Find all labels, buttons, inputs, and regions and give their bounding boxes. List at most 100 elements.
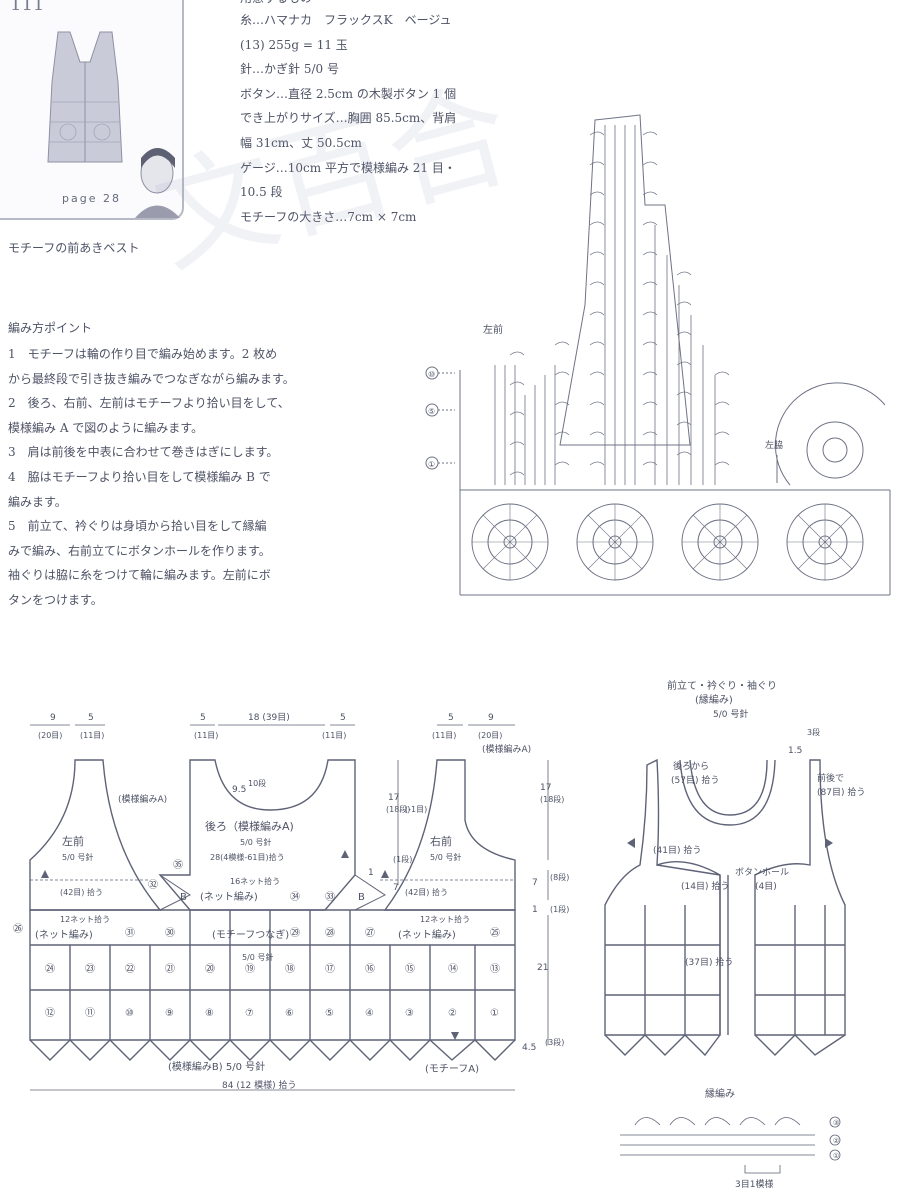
materials-line: (13) 255g = 11 玉 — [240, 37, 348, 52]
materials-heading: 用意するもの — [240, 0, 312, 11]
letter-b-left: B — [180, 892, 187, 903]
motif-number: ⑲ — [245, 963, 255, 975]
net-pick-16: 16ネット拾う — [230, 876, 280, 886]
motif-number: ⑤ — [325, 1008, 334, 1019]
height-7: 7 — [532, 878, 538, 888]
motif-needle: 5/0 号針 — [242, 952, 273, 962]
motif-number: ④ — [365, 1008, 374, 1019]
vest-photo — [47, 31, 123, 163]
motif-row-1: ⑫ ⑪ ⑩ ⑨ ⑧ ⑦ ⑥ ⑤ ④ ③ ② ① — [45, 1007, 499, 1019]
motif-row-3: ㉛ ㉚ ㉙ ㉘ ㉗ ㉖ ㉕ — [13, 923, 500, 939]
motif-number: ① — [490, 1008, 499, 1019]
motif-number: ⑦ — [245, 1008, 254, 1019]
points-line: タンをつけます。 — [8, 592, 103, 607]
photo-card: 111 page 28 — [0, 0, 184, 220]
points-line: 模様編み A で図のように編みます。 — [8, 420, 204, 435]
card-number: 111 — [10, 0, 45, 15]
left-front-title: 左前 — [62, 834, 84, 848]
materials-line: ゲージ…10cm 平方で模様編み 21 目・ — [240, 160, 456, 175]
materials-line: 幅 31cm、丈 50.5cm — [240, 135, 362, 150]
motif-number: ㉚ — [165, 927, 175, 939]
border-pick-87: (87目) 拾う — [817, 786, 865, 798]
height-1: 1 — [368, 868, 374, 878]
motif-number: ㉝ — [325, 891, 335, 903]
height-1rows: (1段) — [550, 904, 569, 914]
dim-left-5: 5 — [88, 713, 94, 723]
row-marker-10: ⑩ — [428, 370, 435, 379]
motif-number: ⑭ — [448, 963, 458, 975]
motif-number: ㉗ — [365, 927, 375, 939]
materials-line: モチーフの大きさ…7cm × 7cm — [240, 209, 417, 224]
layout-diagram: 9 (20目) 5 (11目) 5 (11目) 18 (39目) 5 (11目)… — [13, 712, 569, 1091]
left-front-needle: 5/0 号針 — [62, 852, 93, 862]
materials-line: でき上がりサイズ…胸囲 85.5cm、背肩 — [240, 111, 457, 126]
row-marker-5: ⑤ — [428, 407, 435, 416]
motif-number: ⑬ — [490, 963, 500, 975]
points-heading: 編み方ポイント — [8, 321, 93, 335]
height-8rows: (8段) — [550, 872, 569, 882]
dim-back-18: 18 (39目) — [248, 712, 290, 723]
right-front-needle: 5/0 号針 — [430, 852, 461, 862]
motif-number: ㉞ — [290, 891, 300, 903]
motif-number: ㉟ — [173, 859, 183, 871]
materials-line: 針…かぎ針 5/0 号 — [240, 62, 339, 77]
points-line: 2 後ろ、右前、左前はモチーフより拾い目をして、 — [8, 396, 290, 411]
pattern-a-right: (模様編みA) — [482, 743, 531, 755]
pattern-a-left: (模様編みA) — [118, 793, 167, 805]
back-title: 後ろ（模様編みA) — [205, 819, 294, 833]
points-line: みで編み、右前立てにボタンホールを作ります。 — [8, 543, 271, 558]
model-photo — [135, 148, 180, 218]
height-18-right: (18段) — [540, 794, 564, 804]
left-front-label: 左前 — [483, 323, 503, 336]
edge-repeat: 3目1模様 — [735, 1178, 773, 1190]
net-pick-12-right: 12ネット拾う — [420, 914, 470, 924]
height-3rows: (3段) — [545, 1037, 564, 1047]
net-label-back: (ネット編み) — [200, 890, 258, 903]
card-page: page 28 — [62, 192, 121, 205]
motif-number: ⑩ — [125, 1008, 134, 1019]
motif-number: ⑯ — [365, 963, 375, 975]
motif-number: ③ — [405, 1008, 414, 1019]
motif-row-4: ㉟ ㉞ ㉝ ㉜ — [148, 859, 335, 903]
materials-list: 糸…ハマナカ フラックスK ベージュ (13) 255g = 11 玉 針…かぎ… — [240, 8, 456, 229]
side-label: 左脇 — [765, 439, 783, 451]
net-label-right: (ネット編み) — [398, 928, 456, 941]
height-17: 17 — [388, 793, 399, 803]
border-from-back: 後ろから — [673, 760, 709, 772]
height-45: 4.5 — [522, 1043, 536, 1053]
border-front-back: 前後で — [817, 772, 844, 784]
motif-a-label: (モチーフA) — [425, 1063, 479, 1075]
border-buttonhole-count: (4目) — [755, 881, 777, 892]
border-3rows: 3段 — [807, 727, 820, 737]
points-line: 5 前立て、衿ぐりは身頃から拾い目をして縁編 — [8, 519, 267, 534]
dim-back-5r: 5 — [340, 713, 346, 723]
points-line: 3 肩は前後を中表に合わせて巻きはぎにします。 — [8, 445, 279, 460]
dim-left-5-sub: (11目) — [80, 731, 104, 740]
motif-join-label: (モチーフつなぎ) — [212, 928, 289, 941]
motif-number: ⑱ — [285, 963, 295, 975]
bottom-total: 84 (12 模様) 拾う — [222, 1079, 297, 1091]
height-minus1: (-1目) — [405, 805, 427, 814]
pick-42-left: (42目) 拾う — [60, 887, 103, 897]
materials-line: ボタン…直径 2.5cm の木製ボタン 1 個 — [240, 86, 457, 101]
border-diagram: 前立て・衿ぐり・袖ぐり (縁編み) 5/0 号針 1.5 3段 後ろから (57… — [604, 679, 865, 1190]
border-title: 前立て・衿ぐり・袖ぐり — [667, 679, 777, 692]
motif-number: ㉛ — [125, 927, 135, 939]
crochet-chart-top: 左前 左脇 ⑩ ⑤ ① — [425, 114, 891, 596]
height-7-small: 7 — [393, 883, 399, 893]
border-pick-41: (41目) 拾う — [653, 844, 701, 856]
dim-right-5: 5 — [448, 713, 454, 723]
points-list: 1 モチーフは輪の作り目で編み始めます。2 枚め から最終段で引き抜き編みでつな… — [8, 342, 295, 613]
motif-number: ㉘ — [325, 927, 335, 939]
motif-number: ⑪ — [85, 1007, 95, 1019]
border-pick-14: (14目) 拾う — [681, 880, 729, 892]
motif-row-2: ㉔ ㉓ ㉒ ㉑ ⑳ ⑲ ⑱ ⑰ ⑯ ⑮ ⑭ ⑬ — [45, 963, 500, 975]
motif-number: ⑥ — [285, 1008, 294, 1019]
motif-number: ⑨ — [165, 1008, 174, 1019]
height-1b: 1 — [532, 905, 538, 915]
dim-right-9-sub: (20目) — [478, 731, 502, 740]
right-front-title: 右前 — [430, 834, 452, 848]
motif-number: ⑫ — [45, 1007, 55, 1019]
dim-back-5r-sub: (11目) — [322, 731, 346, 740]
motif-number: ⑳ — [205, 963, 215, 975]
